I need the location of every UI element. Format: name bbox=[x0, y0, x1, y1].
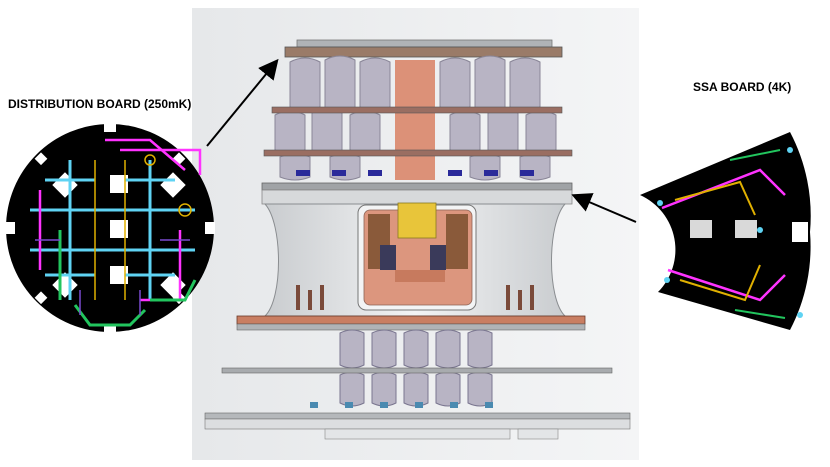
cad-assembly bbox=[192, 8, 639, 460]
lower-copper-plate bbox=[236, 315, 586, 331]
intermediate-plates bbox=[263, 106, 573, 157]
main-flange bbox=[261, 182, 573, 205]
connector-row bbox=[296, 170, 534, 176]
distribution-board-label: DISTRIBUTION BOARD (250mK) bbox=[8, 97, 192, 111]
arrow-to-flange bbox=[571, 193, 637, 223]
lower-cable-harness bbox=[339, 329, 493, 407]
ssa-board-label: SSA BOARD (4K) bbox=[693, 80, 792, 94]
cylinder-can bbox=[263, 202, 567, 317]
copper-column bbox=[395, 60, 435, 180]
base-plates bbox=[204, 367, 631, 440]
arrow-to-top-plate bbox=[206, 58, 279, 147]
top-plate bbox=[284, 39, 563, 58]
yellow-component bbox=[397, 202, 437, 239]
upper-cable-harness bbox=[274, 55, 557, 181]
distribution-board-pcb bbox=[5, 122, 215, 334]
ssa-board-pcb bbox=[640, 132, 811, 330]
